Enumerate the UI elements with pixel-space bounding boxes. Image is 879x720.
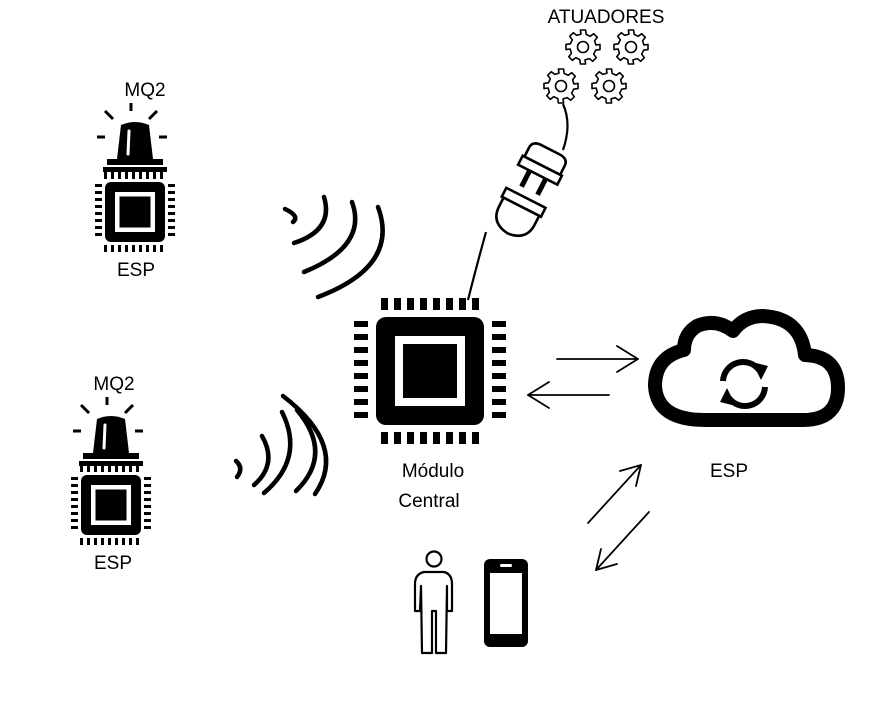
- alarm-beacon-icon: [71, 395, 145, 468]
- chip-pin: [492, 321, 506, 327]
- chip-pin: [433, 298, 440, 310]
- chip-pin: [381, 432, 388, 444]
- bidirectional-arrows-icon: [527, 345, 639, 409]
- central-module-label-line1: Módulo: [402, 461, 464, 482]
- sensor-bottom-label: MQ2: [93, 374, 134, 395]
- chip-pin: [354, 373, 368, 379]
- gear-icon: [543, 29, 649, 104]
- chip-pin: [420, 432, 427, 444]
- chip-pin: [492, 386, 506, 392]
- sensor-top-label: MQ2: [124, 80, 165, 101]
- chip-pin: [433, 432, 440, 444]
- chip-pin: [446, 298, 453, 310]
- chip-pin: [492, 360, 506, 366]
- chip-pin: [354, 412, 368, 418]
- microchip-icon: [354, 298, 506, 444]
- actuators-label: ATUADORES: [548, 7, 665, 28]
- chip-pin: [472, 298, 479, 310]
- smartphone-icon: [484, 559, 528, 647]
- cloud-sync-icon: [648, 309, 845, 427]
- esp-bottom-label: ESP: [94, 553, 132, 574]
- microchip-icon: [71, 465, 151, 545]
- person-icon: [413, 550, 454, 655]
- chip-pin: [354, 334, 368, 340]
- chip-pin: [354, 360, 368, 366]
- chip-pin: [472, 432, 479, 444]
- chip-pin: [354, 321, 368, 327]
- chip-pin: [492, 347, 506, 353]
- chip-pin: [354, 399, 368, 405]
- plug-icon: [466, 103, 569, 301]
- esp-top-label: ESP: [117, 260, 155, 281]
- chip-pin: [354, 386, 368, 392]
- cloud-label: ESP: [710, 461, 748, 482]
- alarm-beacon-icon: [95, 101, 169, 174]
- central-module-label-line2: Central: [398, 491, 459, 512]
- chip-pin: [492, 412, 506, 418]
- chip-pin: [459, 432, 466, 444]
- chip-pin: [492, 373, 506, 379]
- chip-pin: [459, 298, 466, 310]
- chip-pin: [420, 298, 427, 310]
- chip-pin: [394, 432, 401, 444]
- bidirectional-arrows-icon: [587, 464, 650, 571]
- chip-pin: [407, 298, 414, 310]
- chip-pin: [492, 334, 506, 340]
- chip-pin: [492, 399, 506, 405]
- chip-pin: [381, 298, 388, 310]
- wireless-signal-icon: [282, 194, 385, 300]
- chip-pin: [407, 432, 414, 444]
- wireless-signal-icon: [233, 393, 329, 497]
- microchip-icon: [95, 172, 175, 252]
- chip-pin: [354, 347, 368, 353]
- chip-pin: [394, 298, 401, 310]
- chip-pin: [446, 432, 453, 444]
